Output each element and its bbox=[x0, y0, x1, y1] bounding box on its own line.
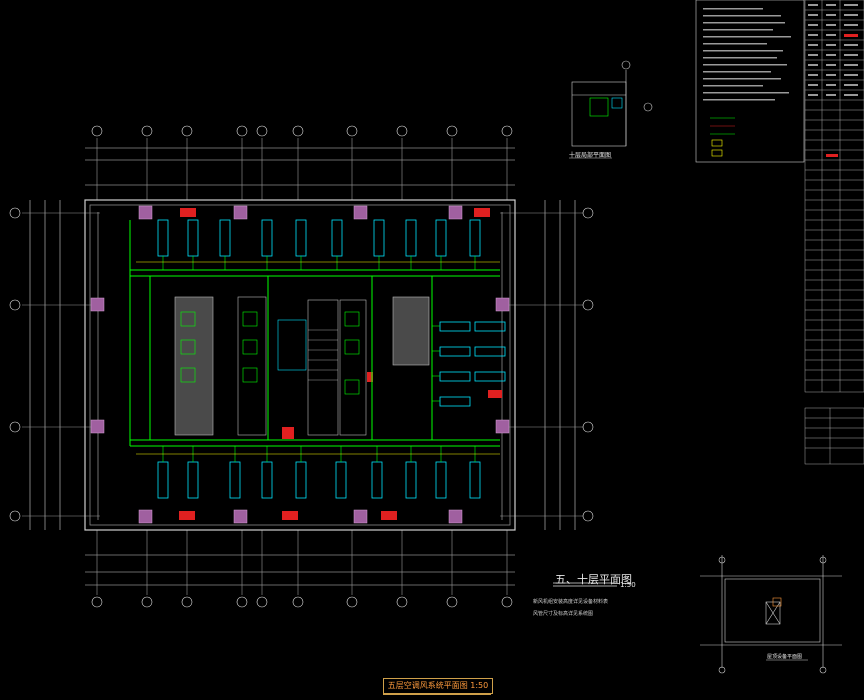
plan-note-1: 新风机组安装高度详见设备材料表 bbox=[533, 599, 609, 605]
hvac-duct-network bbox=[129, 220, 500, 462]
detail-plan bbox=[569, 60, 653, 159]
sheet-title: 五层空调风系统平面图 1:50 bbox=[383, 678, 493, 694]
detail-plan-title: 十层局部平面图 bbox=[569, 152, 612, 159]
notes-panel bbox=[695, 0, 805, 163]
building-core bbox=[174, 296, 430, 436]
bottom-axis-grid bbox=[85, 530, 515, 608]
structural-columns bbox=[90, 205, 510, 524]
plan-scale: 1:50 bbox=[620, 581, 636, 589]
fan-coil-units-bottom bbox=[157, 461, 481, 499]
sheet-title-underline bbox=[383, 694, 491, 695]
top-axis-grid bbox=[85, 125, 515, 200]
fan-coil-units-right bbox=[439, 321, 506, 407]
plan-title: 五、十层平面图 bbox=[555, 573, 632, 586]
roof-plan-title: 屋顶设备平面图 bbox=[767, 654, 803, 660]
building-outline bbox=[84, 199, 516, 531]
fan-coil-units-top bbox=[157, 219, 481, 257]
red-equipment-tags bbox=[179, 208, 502, 520]
side-axis-grid bbox=[9, 200, 594, 530]
plan-note-2: 风管尺寸及标高详见系统图 bbox=[533, 611, 594, 617]
roof-plan bbox=[700, 555, 842, 674]
plan-title-underline bbox=[553, 582, 617, 587]
equipment-table bbox=[804, 0, 864, 465]
